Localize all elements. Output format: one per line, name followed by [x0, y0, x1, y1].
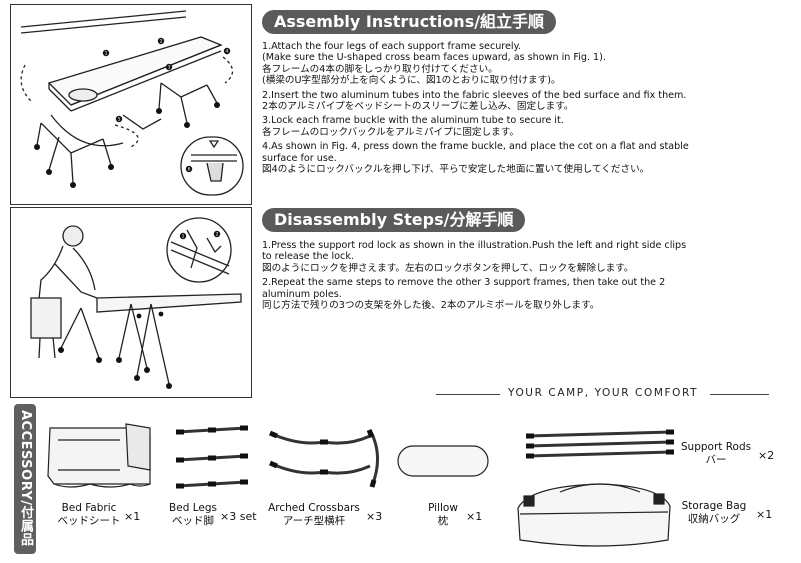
- arched-crossbars-qty: ×3: [366, 510, 383, 523]
- step-line: 1.Attach the four legs of each support f…: [262, 41, 521, 52]
- bed-legs-label: Bed Legs ベッド脚: [160, 502, 226, 528]
- step-line: 2.Repeat the same steps to remove the ot…: [262, 277, 666, 289]
- callout-2: 2: [216, 232, 219, 238]
- support-rods-name-jp: バー: [705, 454, 727, 466]
- step-line: (Make sure the U-shaped cross beam faces…: [262, 52, 606, 64]
- accessory-bar: ACCESSORY/付属品: [14, 404, 36, 554]
- storage-bag-label: Storage Bag 収納バッグ: [674, 500, 754, 526]
- support-rods-qty: ×2: [758, 449, 775, 462]
- callout-1: 1: [105, 51, 108, 57]
- callout-3: 3: [168, 65, 171, 71]
- step-line: surface for use.: [262, 152, 337, 164]
- assembly-title: Assembly Instructions/組立手順: [262, 10, 557, 34]
- assembly-step-3: 3.Lock each frame buckle with the alumin…: [262, 115, 762, 138]
- bed-legs-qty: ×3 set: [220, 510, 257, 523]
- assembly-step-2: 2.Insert the two aluminum tubes into the…: [262, 90, 762, 113]
- disassembly-steps: 1.Press the support rod lock as shown in…: [262, 240, 762, 314]
- slogan-text: YOUR CAMP, YOUR COMFORT: [508, 387, 699, 399]
- slogan-rule-right: [710, 394, 769, 395]
- storage-bag-name-jp: 収納バッグ: [687, 513, 741, 525]
- assembly-figure: 1 2 3 4 5 6: [10, 4, 252, 205]
- step-line: (横梁のU字型部分が上を向くように、図1のとおりに取り付けます)。: [262, 75, 561, 87]
- pillow-icon: [397, 445, 489, 477]
- step-line: 同じ方法で残りの3つの支架を外した後、2本のアルミポールを取り外します。: [262, 300, 600, 312]
- step-line: aluminum poles.: [262, 288, 342, 300]
- assembly-steps: 1.Attach the four legs of each support f…: [262, 41, 762, 178]
- support-rods-label: Support Rods バー: [674, 441, 758, 467]
- support-rods-name: Support Rods: [680, 441, 752, 453]
- storage-bag-icon: [517, 483, 671, 547]
- bed-fabric-qty: ×1: [124, 510, 141, 523]
- pillow-label: Pillow 枕: [418, 502, 468, 528]
- step-line: 1.Press the support rod lock as shown in…: [262, 240, 687, 251]
- disassembly-step-2: 2.Repeat the same steps to remove the ot…: [262, 277, 762, 311]
- assembly-step-4: 4.As shown in Fig. 4, press down the fra…: [262, 141, 762, 175]
- bed-fabric-label: Bed Fabric ベッドシート: [48, 502, 130, 528]
- support-rods-icon: [526, 429, 674, 459]
- step-line: 3.Lock each frame buckle with the alumin…: [262, 115, 564, 127]
- bed-legs-name-jp: ベッド脚: [172, 515, 214, 527]
- storage-bag-qty: ×1: [756, 508, 773, 521]
- storage-bag-name: Storage Bag: [681, 500, 747, 512]
- callout-2: 2: [160, 39, 163, 45]
- assembly-step-1: 1.Attach the four legs of each support f…: [262, 41, 762, 87]
- slogan: YOUR CAMP, YOUR COMFORT: [436, 386, 769, 402]
- bed-legs-name: Bed Legs: [169, 502, 217, 514]
- pillow-name: Pillow: [428, 502, 458, 514]
- callout-6: 6: [188, 167, 191, 173]
- step-line: 各フレームの4本の脚をしっかり取り付けてください。: [262, 63, 498, 75]
- arched-crossbars-name-jp: アーチ型横杆: [282, 515, 346, 527]
- step-line: 各フレームのロックバックルをアルミパイプに固定します。: [262, 126, 519, 138]
- step-line: 4.As shown in Fig. 4, press down the fra…: [262, 141, 689, 153]
- callout-1: 1: [182, 234, 185, 240]
- callout-4: 4: [226, 49, 229, 55]
- accessory-title: ACCESSORY/付属品: [18, 410, 33, 547]
- bed-fabric-name: Bed Fabric: [61, 502, 117, 514]
- callout-5: 5: [118, 117, 121, 123]
- step-line: 図のようにロックを押さえます。左右のロックボタンを押して、ロックを解除します。: [262, 262, 634, 274]
- disassembly-title: Disassembly Steps/分解手順: [262, 208, 526, 232]
- step-line: 2本のアルミパイプをベッドシートのスリーブに差し込み、固定します。: [262, 101, 574, 113]
- slogan-rule-left: [436, 394, 500, 395]
- arched-crossbars-name: Arched Crossbars: [268, 502, 360, 514]
- assembly-illustration: 1 2 3 4 5 6: [20, 10, 244, 196]
- disassembly-figure: 1 2: [10, 207, 252, 398]
- pillow-qty: ×1: [466, 510, 483, 523]
- disassembly-step-1: 1.Press the support rod lock as shown in…: [262, 240, 762, 274]
- disassembly-illustration: 1 2: [30, 217, 242, 389]
- step-line: to release the lock.: [262, 251, 354, 263]
- arched-crossbars-icon: [269, 429, 379, 488]
- arched-crossbars-label: Arched Crossbars アーチ型横杆: [262, 502, 366, 528]
- bed-legs-icon: [176, 425, 248, 489]
- step-line: 図4のようにロックバックルを押し下げ、平らで安定した地面に置いて使用してください…: [262, 164, 650, 176]
- pillow-name-jp: 枕: [437, 515, 449, 527]
- step-line: 2.Insert the two aluminum tubes into the…: [262, 89, 687, 101]
- bed-fabric-icon: [47, 423, 151, 488]
- bed-fabric-name-jp: ベッドシート: [57, 515, 121, 527]
